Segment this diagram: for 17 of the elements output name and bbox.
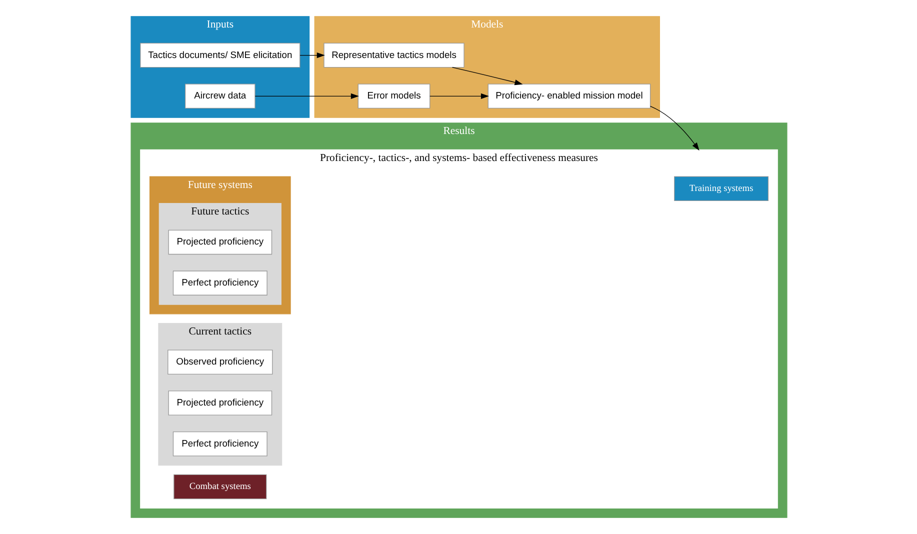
- node-box: Observed proficiency: [167, 350, 272, 375]
- node-box: Aircrew data: [184, 84, 255, 109]
- node-box: Representative tactics models: [323, 42, 464, 68]
- arrow: [649, 106, 699, 151]
- arrow: [299, 52, 324, 58]
- node-box: Training systems: [674, 176, 768, 201]
- node-box: Combat systems: [173, 474, 266, 500]
- node-box: Perfect proficiency: [172, 270, 267, 296]
- node-box: Projected proficiency: [168, 390, 272, 416]
- node-box: Proficiency- enabled mission model: [487, 84, 650, 109]
- node-box: Tactics documents/ SME elicitation: [140, 42, 300, 68]
- node-box: Projected proficiency: [168, 230, 272, 255]
- node-box: Perfect proficiency: [172, 431, 267, 456]
- arrow: [451, 67, 522, 86]
- arrow: [429, 93, 488, 99]
- node-box: Error models: [357, 84, 430, 109]
- arrow: [254, 93, 358, 99]
